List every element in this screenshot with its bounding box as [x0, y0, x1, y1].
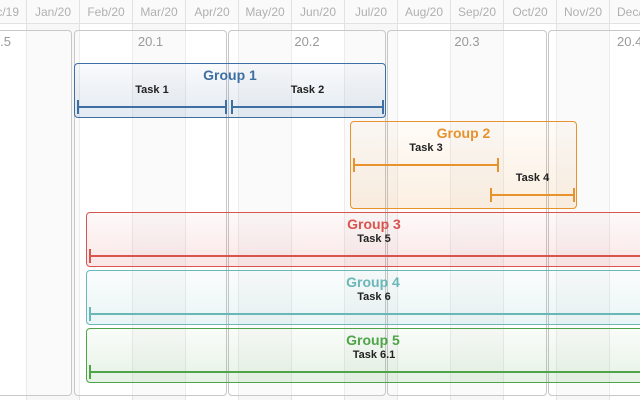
task-line — [490, 194, 575, 196]
task-bar[interactable]: Task 2 — [231, 84, 384, 114]
month-header: Sep/20 — [450, 0, 503, 24]
task-end-cap — [573, 188, 575, 202]
month-column-mar20 — [132, 0, 185, 400]
task-end-cap — [225, 100, 227, 114]
month-column-oct20 — [503, 0, 556, 400]
task-bar[interactable]: Task 6 — [89, 291, 640, 321]
month-header: Jul/20 — [344, 0, 397, 24]
month-column-may20 — [238, 0, 291, 400]
task-start-cap — [89, 307, 91, 321]
task-line — [353, 164, 499, 166]
group-box[interactable]: Group 4 Task 6 — [86, 270, 640, 325]
month-header: Feb/20 — [79, 0, 132, 24]
month-column-aug20 — [397, 0, 450, 400]
task-label: Task 4 — [515, 172, 550, 184]
task-bar[interactable]: Task 6.1 — [89, 349, 640, 379]
task-label: Task 2 — [290, 84, 325, 96]
month-header: Aug/20 — [397, 0, 450, 24]
month-column-jan20 — [26, 0, 79, 400]
month-header: Jun/20 — [291, 0, 344, 24]
month-column-jul20 — [344, 0, 397, 400]
task-label: Task 6.1 — [352, 349, 396, 361]
sprint-box: 20.4 — [548, 30, 640, 396]
month-column-jun20 — [291, 0, 344, 400]
group-label: Group 4 — [346, 274, 400, 290]
sprint-box: 20.1 — [74, 30, 227, 396]
task-line — [89, 255, 640, 257]
month-header: May/20 — [238, 0, 291, 24]
month-header: Mar/20 — [132, 0, 185, 24]
group-label: Group 2 — [436, 125, 491, 141]
month-column-dec20 — [609, 0, 640, 400]
month-column-nov20 — [556, 0, 609, 400]
task-line — [89, 313, 640, 315]
sprint-label: 20.2 — [294, 34, 320, 49]
month-header: Jan/20 — [26, 0, 79, 24]
task-line — [89, 371, 640, 373]
task-label: Task 6 — [357, 291, 391, 303]
group-label: Group 5 — [346, 332, 400, 348]
month-header: Dec/19 — [0, 0, 26, 24]
task-bar[interactable]: Task 1 — [77, 84, 227, 114]
group-box[interactable]: Group 5 Task 6.1 — [86, 328, 640, 383]
month-column-feb20 — [79, 0, 132, 400]
task-start-cap — [89, 365, 91, 379]
task-end-cap — [497, 158, 499, 172]
task-start-cap — [89, 249, 91, 263]
group-box[interactable]: Group 2 Task 3 Task 4 — [350, 121, 577, 209]
task-start-cap — [490, 188, 492, 202]
task-start-cap — [353, 158, 355, 172]
month-header: Apr/20 — [185, 0, 238, 24]
group-box[interactable]: Group 1 Task 1 Task 2 — [74, 63, 386, 118]
group-label: Group 1 — [203, 67, 257, 83]
task-line — [77, 106, 227, 108]
task-end-cap — [382, 100, 384, 114]
task-bar[interactable]: Task 3 — [353, 142, 499, 172]
month-header: Dec/20 — [609, 0, 640, 24]
sprint-box: 20.0.5 — [0, 30, 72, 396]
task-start-cap — [77, 100, 79, 114]
task-line — [231, 106, 384, 108]
group-label: Group 3 — [347, 216, 401, 232]
task-label: Task 1 — [135, 84, 169, 96]
sprint-box: 20.3 — [387, 30, 547, 396]
month-column-sep20 — [450, 0, 503, 400]
sprint-label: 20.4 — [617, 34, 640, 49]
sprint-box: 20.2 — [228, 30, 386, 396]
sprint-label: 20.1 — [137, 34, 164, 49]
task-start-cap — [231, 100, 233, 114]
task-bar[interactable]: Task 4 — [490, 172, 575, 202]
sprint-label: 20.0.5 — [0, 34, 11, 49]
task-label: Task 3 — [409, 142, 443, 154]
sprint-label: 20.3 — [454, 34, 480, 49]
month-column-apr20 — [185, 0, 238, 400]
month-header: Nov/20 — [556, 0, 609, 24]
group-box[interactable]: Group 3 Task 5 — [86, 212, 640, 267]
task-label: Task 5 — [357, 233, 391, 245]
task-bar[interactable]: Task 5 — [89, 233, 640, 263]
month-header: Oct/20 — [503, 0, 556, 24]
